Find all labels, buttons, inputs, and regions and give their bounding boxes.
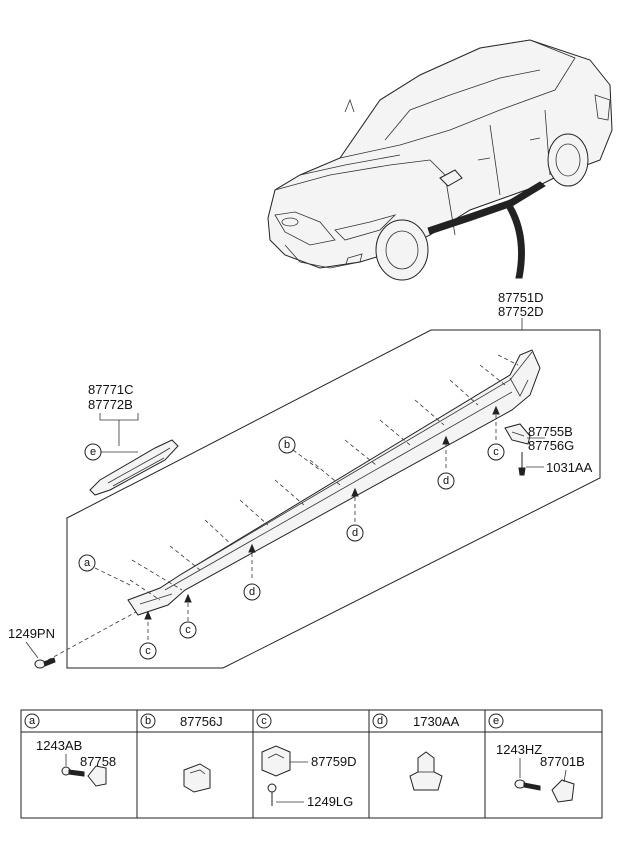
legend-a-part2: 87758 xyxy=(80,754,116,769)
screw-left-label: 1249PN xyxy=(8,626,55,641)
callout-a: a xyxy=(78,554,96,572)
clip-arrowheads xyxy=(144,405,500,620)
legend-cell-d: d 1730AA xyxy=(372,713,460,791)
legend-b-header: 87756J xyxy=(180,714,223,729)
callout-c-1: c xyxy=(139,642,157,660)
legend-cell-a: a 1243AB 87758 xyxy=(24,713,116,787)
svg-text:a: a xyxy=(84,557,91,569)
side-sill-molding xyxy=(127,349,541,616)
svg-text:b: b xyxy=(145,715,151,727)
callout-b: b xyxy=(278,436,321,471)
main-part-label-1: 87751D xyxy=(498,290,544,305)
svg-text:d: d xyxy=(249,586,255,598)
emblem-label-2: 87772B xyxy=(88,397,133,412)
callout-c-3: c xyxy=(487,443,505,461)
legend-c-part1: 87759D xyxy=(311,754,357,769)
car-illustration xyxy=(267,39,613,281)
legend-e-part2: 87701B xyxy=(540,754,585,769)
svg-text:a: a xyxy=(29,715,36,727)
main-part-label-2: 87752D xyxy=(498,304,544,319)
legend-d-header: 1730AA xyxy=(413,714,460,729)
callout-d-3: d xyxy=(437,472,455,490)
clip-leaders xyxy=(47,354,519,661)
svg-text:e: e xyxy=(493,715,499,727)
callout-d-2: d xyxy=(346,524,364,542)
svg-text:c: c xyxy=(185,624,191,636)
legend-a-part1: 1243AB xyxy=(36,738,82,753)
emblem-label-1: 87771C xyxy=(88,382,134,397)
legend-cell-b: b 87756J xyxy=(140,713,223,793)
svg-text:c: c xyxy=(261,715,267,727)
callout-d-1: d xyxy=(243,583,261,601)
legend-cell-e: e 1243HZ 87701B xyxy=(488,713,585,803)
legend-cell-c: c 87759D 1249LG xyxy=(256,713,357,809)
pointer-arrow xyxy=(506,204,525,279)
screw-right-label: 1031AA xyxy=(546,460,593,475)
svg-text:d: d xyxy=(377,715,383,727)
bracket-part xyxy=(504,423,545,445)
callout-c-2: c xyxy=(179,621,197,639)
bracket-label-1: 87755B xyxy=(528,424,573,439)
svg-text:d: d xyxy=(352,527,358,539)
legend-table xyxy=(20,709,603,819)
emblem-callout-e xyxy=(84,443,102,461)
emblem-callout-letter: e xyxy=(90,446,96,458)
svg-text:b: b xyxy=(284,439,290,451)
screw-right xyxy=(518,452,544,476)
svg-text:c: c xyxy=(145,645,151,657)
exploded-view-frame xyxy=(66,329,601,669)
svg-text:d: d xyxy=(443,475,449,487)
svg-text:c: c xyxy=(493,446,499,458)
screw-left xyxy=(34,657,56,669)
legend-c-part2: 1249LG xyxy=(307,794,353,809)
legend-e-part1: 1243HZ xyxy=(496,742,542,757)
emblem-part xyxy=(89,413,179,496)
bracket-label-2: 87756G xyxy=(528,438,574,453)
